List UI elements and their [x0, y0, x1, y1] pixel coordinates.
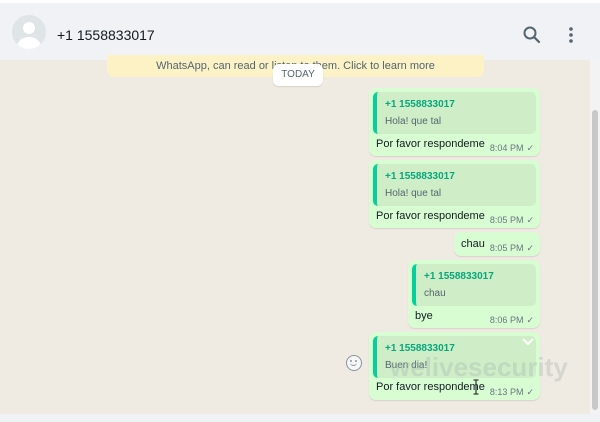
- text-cursor-icon: [473, 379, 479, 395]
- message-text: Por favor respondeme: [376, 138, 485, 150]
- quoted-message[interactable]: +1 1558833017 Buen dia!: [373, 336, 536, 378]
- message-text: Por favor respondeme: [376, 381, 485, 393]
- avatar-head: [23, 22, 35, 34]
- message-bubble[interactable]: +1 1558833017 chau bye 8:06 PM✓: [408, 260, 540, 328]
- date-separator: TODAY: [273, 64, 323, 86]
- quoted-sender: +1 1558833017: [385, 171, 455, 182]
- quoted-text: Hola! que tal: [385, 188, 442, 199]
- message-bubble[interactable]: +1 1558833017 Buen dia! Por favor respon…: [369, 332, 540, 400]
- message-meta: 8:05 PM✓: [490, 243, 534, 254]
- single-check-icon: ✓: [526, 315, 534, 325]
- message-text: Por favor respondeme: [376, 210, 485, 222]
- message-meta: 8:06 PM✓: [490, 315, 534, 326]
- single-check-icon: ✓: [526, 143, 534, 153]
- message-time: 8:06 PM: [489, 315, 524, 325]
- message-time: 8:13 PM: [489, 387, 524, 397]
- message-bubble[interactable]: +1 1558833017 Hola! que tal Por favor re…: [369, 160, 540, 228]
- quoted-message[interactable]: +1 1558833017 Hola! que tal: [373, 164, 536, 206]
- chevron-down-icon[interactable]: [522, 338, 534, 346]
- chat-header: +1 1558833017: [0, 0, 600, 60]
- message-meta: 8:13 PM✓: [490, 387, 534, 398]
- emoji-mouth: [350, 362, 357, 366]
- message-time: 8:05 PM: [489, 215, 524, 225]
- default-avatar-icon[interactable]: [12, 15, 46, 49]
- quoted-text: Hola! que tal: [385, 116, 442, 127]
- emoji-icon[interactable]: [346, 355, 362, 371]
- message-time: 8:05 PM: [489, 243, 524, 253]
- single-check-icon: ✓: [526, 387, 534, 397]
- quoted-text: Buen dia!: [385, 360, 428, 371]
- message-text: chau: [461, 238, 485, 250]
- single-check-icon: ✓: [526, 243, 534, 253]
- single-check-icon: ✓: [526, 215, 534, 225]
- message-meta: 8:05 PM✓: [490, 215, 534, 226]
- quoted-sender: +1 1558833017: [385, 343, 455, 354]
- quoted-message[interactable]: +1 1558833017 Hola! que tal: [373, 92, 536, 134]
- quoted-sender: +1 1558833017: [385, 99, 455, 110]
- composer-edge: [0, 414, 600, 422]
- message-meta: 8:04 PM✓: [490, 143, 534, 154]
- avatar-body: [17, 37, 41, 49]
- search-icon[interactable]: [522, 25, 542, 45]
- message-text: bye: [415, 310, 433, 322]
- emoji-eye: [350, 360, 352, 362]
- message-bubble[interactable]: chau 8:05 PM✓: [454, 232, 540, 256]
- message-time: 8:04 PM: [489, 143, 524, 153]
- quoted-sender: +1 1558833017: [424, 271, 494, 282]
- more-vertical-icon[interactable]: [562, 25, 580, 45]
- contact-name[interactable]: +1 1558833017: [57, 27, 155, 43]
- quoted-text: chau: [424, 288, 446, 299]
- message-bubble[interactable]: +1 1558833017 Hola! que tal Por favor re…: [369, 88, 540, 156]
- quoted-message[interactable]: +1 1558833017 chau: [412, 264, 536, 306]
- scrollbar-thumb[interactable]: [592, 110, 598, 410]
- watermark-logo: welivesecurity: [390, 352, 568, 382]
- emoji-eye: [355, 360, 357, 362]
